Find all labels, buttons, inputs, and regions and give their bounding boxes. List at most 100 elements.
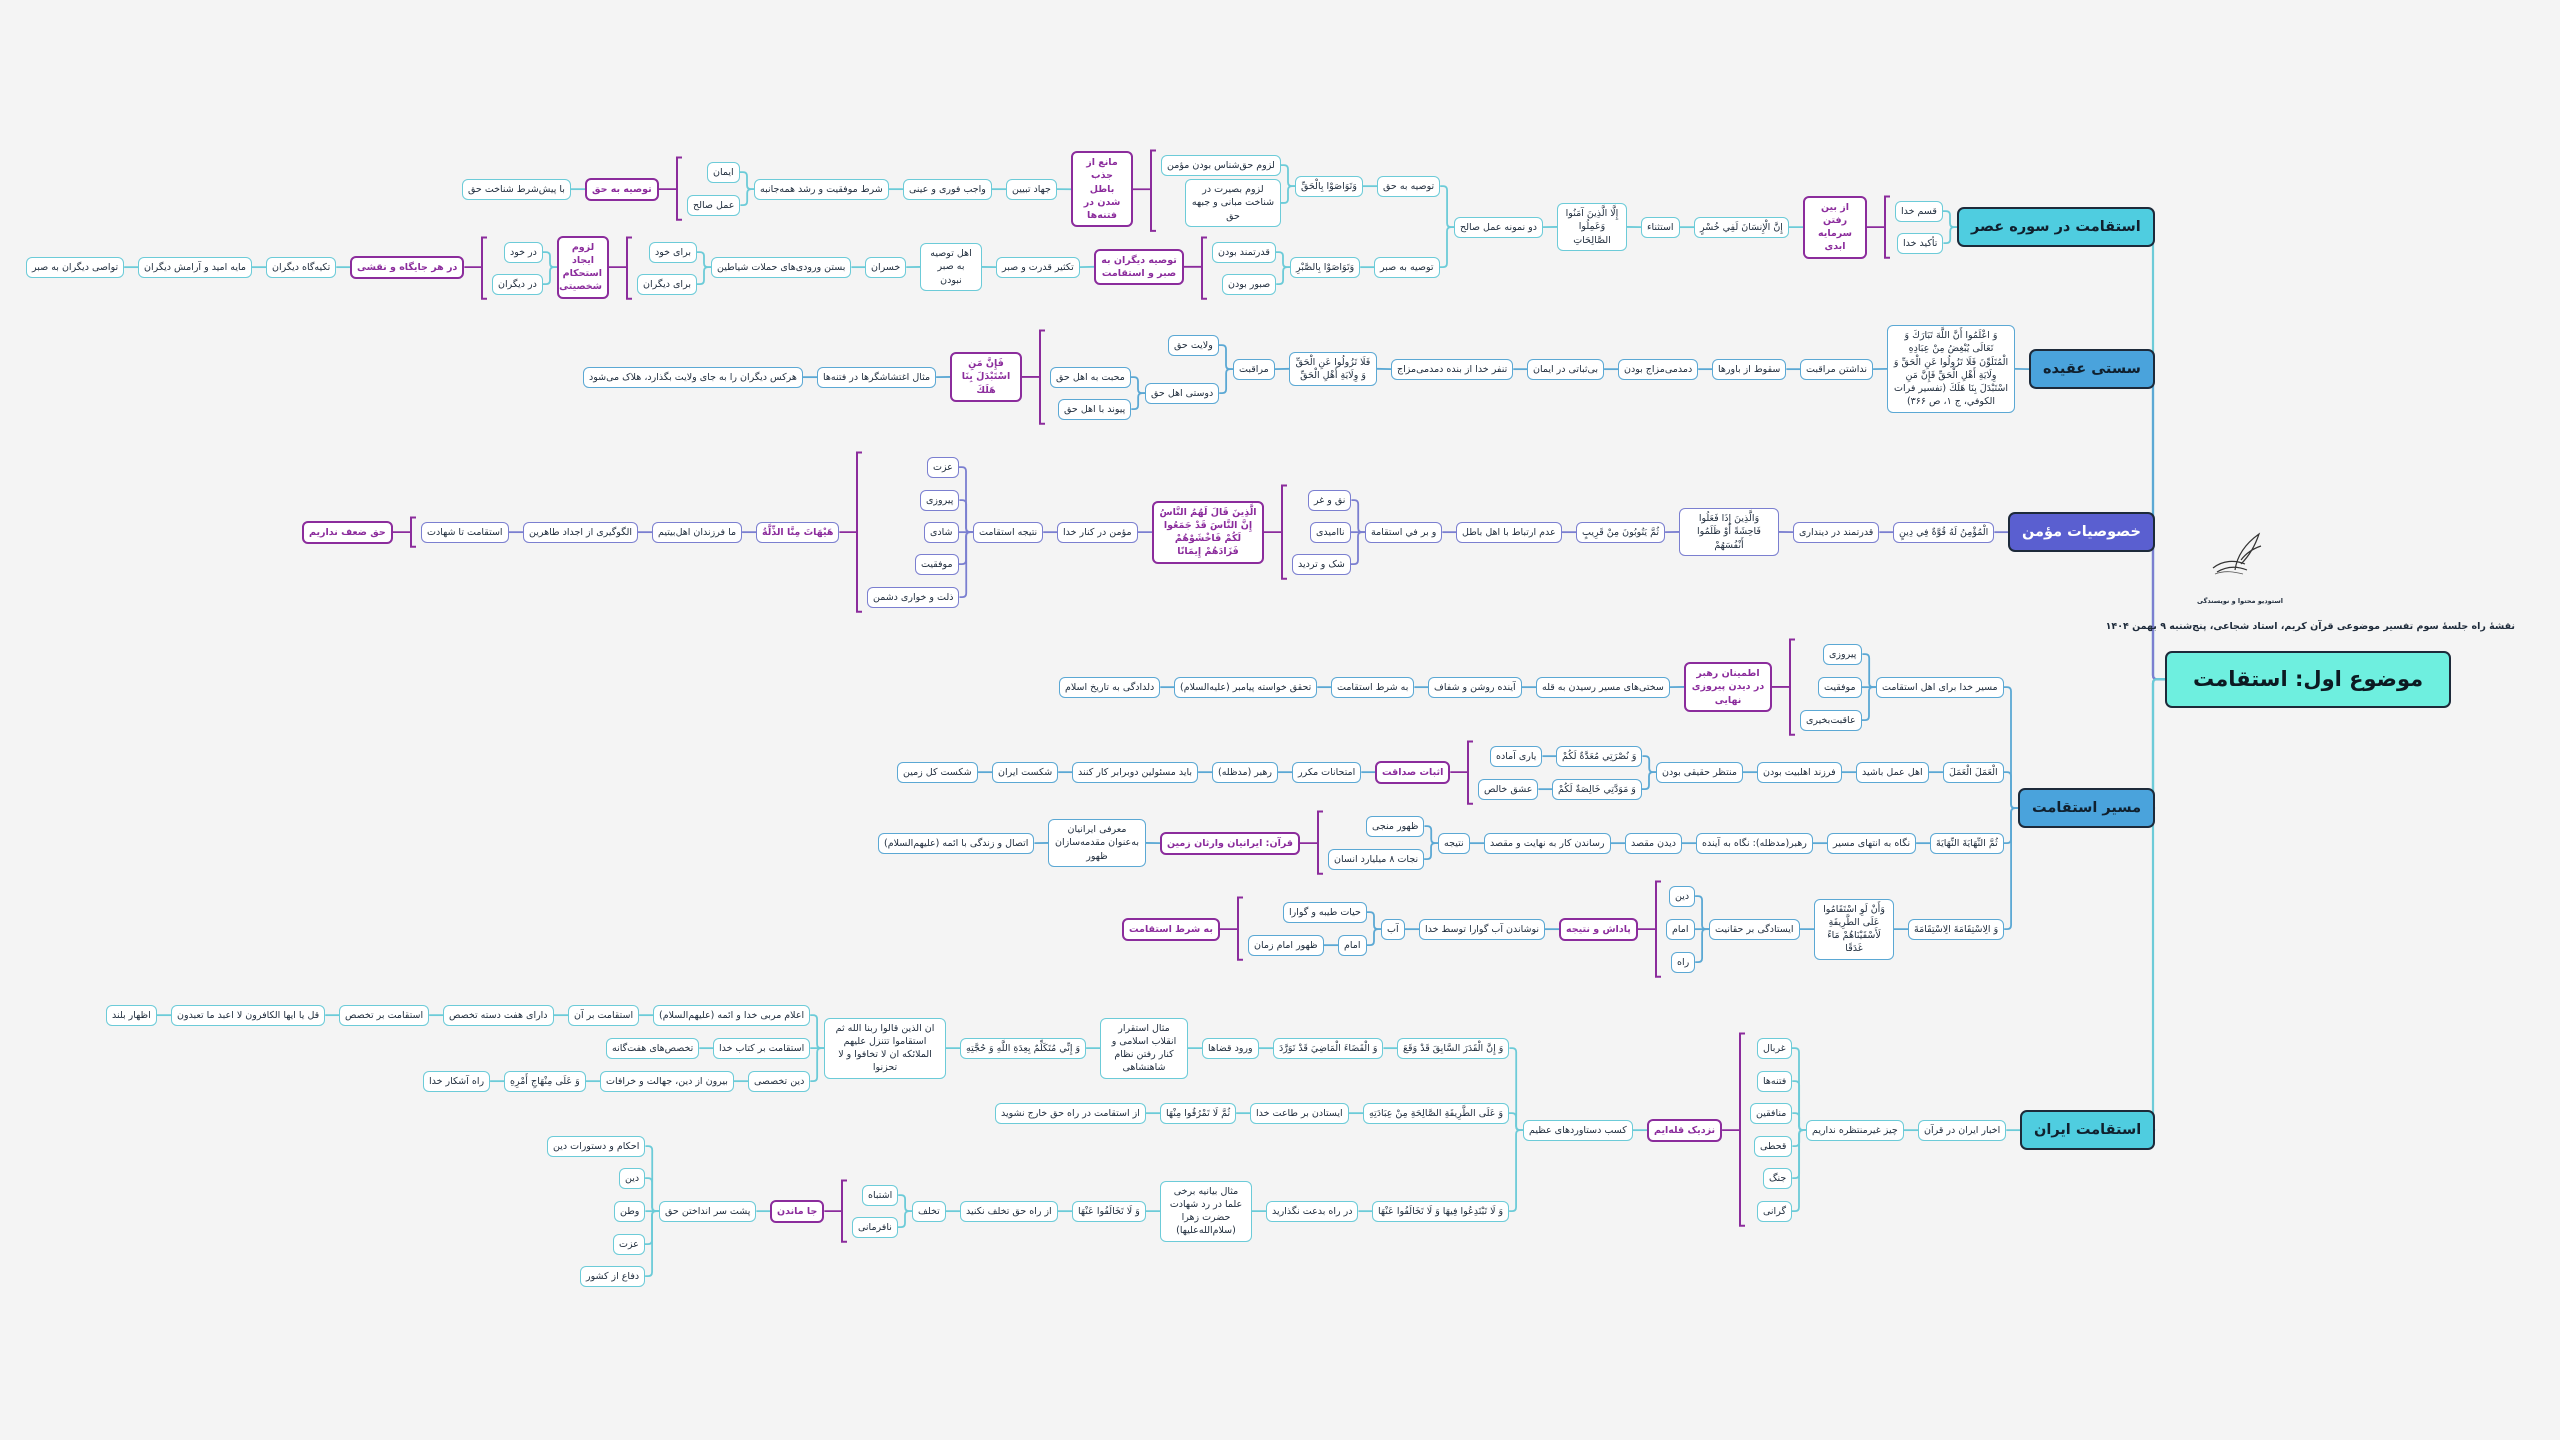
mindmap-node[interactable]: از راه حق تخلف نکنید: [960, 1200, 1058, 1222]
mindmap-node[interactable]: ان الذین قالوا ربنا الله ثم استقاموا تتن…: [824, 1017, 946, 1079]
mindmap-node[interactable]: استقامت بر آن: [568, 1004, 640, 1026]
mindmap-node[interactable]: تأکید خدا: [1897, 232, 1944, 254]
mindmap-node[interactable]: منافقین: [1750, 1102, 1793, 1124]
mindmap-node[interactable]: ورود قضاها: [1202, 1037, 1259, 1059]
mindmap-node[interactable]: عدم ارتباط با اهل باطل: [1456, 521, 1562, 543]
mindmap-node[interactable]: تواصی دیگران به صبر: [26, 256, 125, 278]
branch-b2[interactable]: سستی عقیده: [2029, 349, 2155, 390]
mindmap-node[interactable]: وَ الْقَضَاءَ الْمَاضِيَ قَدْ تَوَرَّدَ: [1273, 1037, 1384, 1059]
summary-node[interactable]: نزدیک قله‌ایم: [1647, 1118, 1723, 1142]
mindmap-node[interactable]: وَ عَلَى مِنْهَاجِ أَمْرِهِ: [504, 1070, 586, 1092]
mindmap-node[interactable]: وَأَنْ لَوِ اسْتَقَامُوا عَلَى الطَّرِيق…: [1814, 898, 1894, 960]
mindmap-node[interactable]: دین: [619, 1167, 646, 1189]
mindmap-node[interactable]: صبور بودن: [1222, 273, 1277, 295]
branch-b3[interactable]: خصوصیات مؤمن: [2008, 512, 2155, 553]
mindmap-node[interactable]: به شرط استقامت: [1331, 676, 1415, 698]
branch-b5[interactable]: استقامت ایران: [2020, 1110, 2156, 1151]
mindmap-node[interactable]: ظهور امام زمان: [1248, 934, 1324, 956]
mindmap-node[interactable]: دفاع از کشور: [580, 1265, 646, 1287]
mindmap-node[interactable]: با پیش‌شرط شناخت حق: [462, 178, 571, 200]
mindmap-node[interactable]: نق و غر: [1308, 489, 1352, 511]
mindmap-node[interactable]: استقامت بر کتاب خدا: [713, 1037, 811, 1059]
mindmap-node[interactable]: وَ مَوَدَّتِي خَالِصَةٌ لَكُمْ: [1552, 778, 1642, 800]
mindmap-node[interactable]: دمدمی‌مزاج بودن: [1618, 358, 1699, 380]
mindmap-node[interactable]: وَ إِنَّ الْقَدَرَ السَّابِقَ قَدْ وَقَع…: [1397, 1037, 1510, 1059]
mindmap-node[interactable]: مثال بیانیه برخی علما در رد شهادت حضرت ز…: [1160, 1180, 1252, 1242]
mindmap-node[interactable]: مثال اغتشاشگرها در فتنه‌ها: [817, 366, 937, 388]
mindmap-node[interactable]: و بر في استقامة: [1365, 521, 1443, 543]
mindmap-node[interactable]: دلدادگی به تاریخ اسلام: [1059, 676, 1161, 698]
mindmap-node[interactable]: پشت سر انداختن حق: [659, 1200, 757, 1222]
mindmap-node[interactable]: تخصص‌های هفت‌گانه: [606, 1037, 700, 1059]
mindmap-node[interactable]: استقامت بر تخصص: [339, 1004, 430, 1026]
mindmap-node[interactable]: عمل صالح: [687, 194, 741, 216]
summary-node[interactable]: حق ضعف نداریم: [302, 520, 393, 544]
mindmap-node[interactable]: اشتباه: [862, 1184, 899, 1206]
mindmap-node[interactable]: سقوط از باورها: [1712, 358, 1787, 380]
mindmap-node[interactable]: احکام و دستورات دین: [547, 1135, 646, 1157]
mindmap-node[interactable]: دوستی اهل حق: [1145, 382, 1220, 404]
mindmap-node[interactable]: فتنه‌ها: [1757, 1070, 1793, 1092]
summary-node[interactable]: در هر جایگاه و نقشی: [350, 255, 465, 279]
mindmap-node[interactable]: الْمُؤْمِنُ لَهُ قُوَّةٌ فِي دِينٍ: [1893, 521, 1995, 543]
mindmap-node[interactable]: پیروزی: [1823, 643, 1863, 665]
mindmap-node[interactable]: تنفر خدا از بنده دمدمی‌مزاج: [1391, 358, 1514, 380]
mindmap-node[interactable]: تکیه‌گاه دیگران: [266, 256, 337, 278]
mindmap-node[interactable]: وَ عَلَى الطَّرِيقَةِ الصَّالِحَةِ مِنْ …: [1363, 1102, 1510, 1124]
mindmap-node[interactable]: موفقیت: [1818, 676, 1862, 698]
mindmap-node[interactable]: عزت: [613, 1233, 645, 1255]
mindmap-node[interactable]: سختی‌های مسیر رسیدن به قله: [1536, 676, 1670, 698]
mindmap-node[interactable]: ایستادن بر طاعت خدا: [1250, 1102, 1349, 1124]
mindmap-node[interactable]: ولایت حق: [1168, 334, 1219, 356]
summary-node[interactable]: هَيْهَاتَ مِنَّا الذِّلَّةُ: [756, 521, 840, 543]
mindmap-node[interactable]: قحطی: [1754, 1135, 1793, 1157]
mindmap-node[interactable]: وَ اعْلَمُوا أَنَّ اللَّهَ تَبَارَكَ وَ …: [1887, 325, 2015, 413]
summary-node[interactable]: توصیه دیگران به صبر و استقامت: [1094, 248, 1184, 286]
mindmap-node[interactable]: تحقق خواسته پیامبر (علیه‌السلام): [1174, 676, 1318, 698]
mindmap-node[interactable]: بی‌ثباتی در ایمان: [1527, 358, 1605, 380]
mindmap-node[interactable]: ذلت و خواری دشمن: [867, 586, 960, 608]
mindmap-node[interactable]: الْعَمَلَ الْعَمَلَ: [1943, 761, 2004, 783]
mindmap-node[interactable]: یاری آماده: [1490, 745, 1543, 767]
mindmap-node[interactable]: مؤمن در کنار خدا: [1057, 521, 1138, 543]
mindmap-node[interactable]: استثناء: [1641, 216, 1680, 238]
branch-b1[interactable]: استقامت در سوره عصر: [1957, 207, 2155, 248]
mindmap-node[interactable]: وَالَّذِينَ إِذَا فَعَلُوا فَاحِشَةً أَو…: [1679, 508, 1779, 556]
mindmap-node[interactable]: اظهار بلند: [106, 1004, 157, 1026]
mindmap-node[interactable]: فَلَا تَزُولُوا عَنِ الْحَقِّ وَ وِلَايَ…: [1289, 351, 1377, 387]
mindmap-node[interactable]: استقامت تا شهادت: [421, 521, 509, 543]
mindmap-node[interactable]: در خود: [504, 241, 543, 263]
mindmap-node[interactable]: ظهور منجی: [1366, 815, 1425, 837]
mindmap-node[interactable]: جنگ: [1763, 1167, 1793, 1189]
mindmap-node[interactable]: توصیه به صبر: [1374, 256, 1440, 278]
mindmap-node[interactable]: کسب دستاوردهای عظیم: [1523, 1119, 1633, 1141]
mindmap-node[interactable]: لزوم حق‌شناس بودن مؤمن: [1161, 154, 1281, 176]
mindmap-node[interactable]: شکست ایران: [992, 761, 1059, 783]
mindmap-node[interactable]: پیوند با اهل حق: [1058, 398, 1132, 420]
mindmap-node[interactable]: مثال استقرار انقلاب اسلامی و کنار رفتن ن…: [1100, 1017, 1188, 1079]
mindmap-node[interactable]: وطن: [614, 1200, 646, 1222]
mindmap-node[interactable]: وَتَوَاصَوْا بِالْحَقِّ: [1295, 175, 1363, 197]
mindmap-node[interactable]: موفقیت: [915, 553, 959, 575]
mindmap-node[interactable]: واجب فوری و عینی: [903, 178, 992, 200]
mindmap-node[interactable]: آب: [1381, 918, 1405, 940]
summary-node[interactable]: لزوم ایجاد استحکام شخصیتی: [557, 235, 609, 299]
mindmap-node[interactable]: وَ لَا تَخَالَفُوا عَنْهَا: [1072, 1200, 1146, 1222]
mindmap-node[interactable]: غربال: [1757, 1037, 1792, 1059]
mindmap-node[interactable]: شادی: [924, 521, 959, 543]
mindmap-node[interactable]: الگوگیری از اجداد طاهرین: [523, 521, 638, 543]
mindmap-node[interactable]: اهل عمل باشید: [1856, 761, 1929, 783]
summary-node[interactable]: جا ماندن: [770, 1199, 825, 1223]
summary-node[interactable]: مانع از جذب باطل شدن در فتنه‌ها: [1071, 151, 1133, 228]
mindmap-node[interactable]: در دیگران: [492, 273, 543, 295]
mindmap-node[interactable]: نتیجه: [1438, 832, 1470, 854]
mindmap-node[interactable]: اعلام مربی خدا و ائمه (علیهم‌السلام): [653, 1004, 811, 1026]
mindmap-node[interactable]: دیدن مقصد: [1625, 832, 1682, 854]
mindmap-node[interactable]: نداشتن مراقبت: [1800, 358, 1874, 380]
mindmap-node[interactable]: باید مسئولین دوبرابر کار کنند: [1072, 761, 1199, 783]
mindmap-node[interactable]: عاقبت‌بخیری: [1800, 709, 1862, 731]
mindmap-node[interactable]: تخلف: [912, 1200, 946, 1222]
mindmap-node[interactable]: وَتَوَاصَوْا بِالصَّبْرِ: [1290, 256, 1361, 278]
mindmap-node[interactable]: مایه امید و آرامش دیگران: [138, 256, 253, 278]
main-topic[interactable]: موضوع اول: استقامت: [2165, 650, 2452, 708]
